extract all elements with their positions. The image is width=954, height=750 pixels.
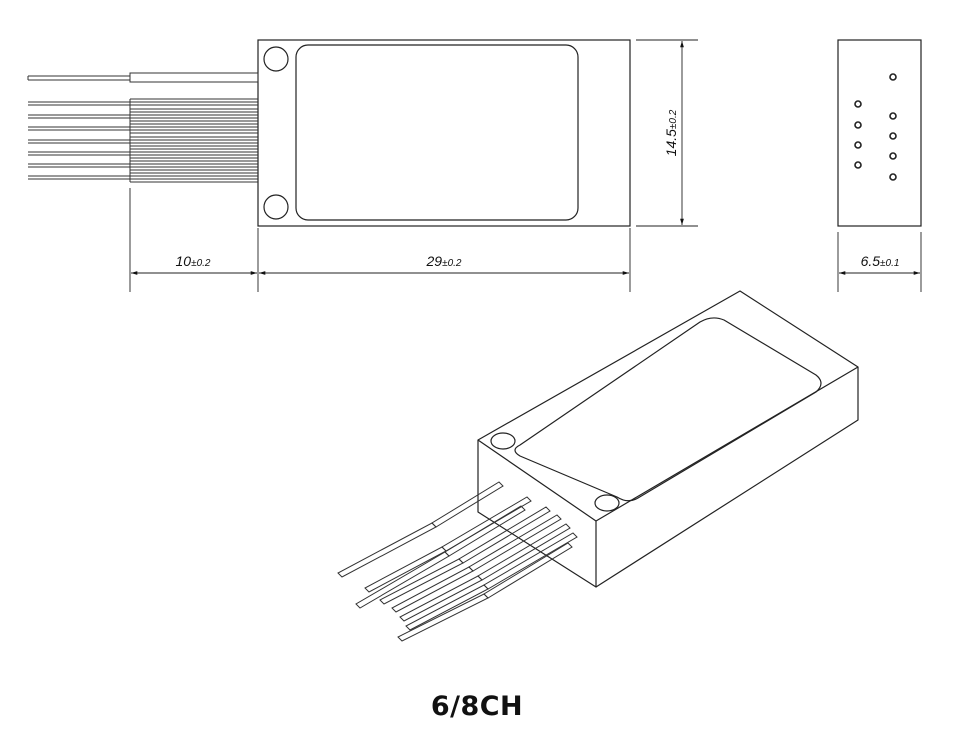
- fiber-bundle: [28, 98, 258, 183]
- fiber-port-holes: [854, 73, 897, 181]
- fiber-pigtails-top: [27, 72, 259, 183]
- iso-side-face: [595, 367, 859, 588]
- dimension-lines: [129, 39, 698, 292]
- isometric-view: [477, 290, 859, 588]
- module-body-top: [257, 39, 631, 227]
- iso-mounting-hole-a: [490, 432, 516, 450]
- length-label: 29±0.2: [426, 253, 462, 269]
- iso-mounting-hole-b: [594, 494, 620, 512]
- iso-front-face: [477, 440, 597, 588]
- module-lid-recess: [295, 44, 579, 221]
- mounting-hole-lower: [263, 194, 289, 220]
- top-view: [27, 39, 631, 227]
- module-end-face: [837, 39, 922, 227]
- height-label: 6.5±0.1: [861, 253, 900, 269]
- mounting-hole-upper: [263, 46, 289, 72]
- iso-fiber-pigtails: [337, 481, 578, 642]
- end-view: [837, 39, 922, 227]
- iso-lid-recess: [514, 317, 822, 502]
- width-label: 14.5±0.2: [663, 109, 679, 156]
- fiber-length-label: 10±0.2: [176, 253, 211, 269]
- channel-caption: 6/8CH: [430, 691, 524, 722]
- iso-top-face: [477, 290, 859, 522]
